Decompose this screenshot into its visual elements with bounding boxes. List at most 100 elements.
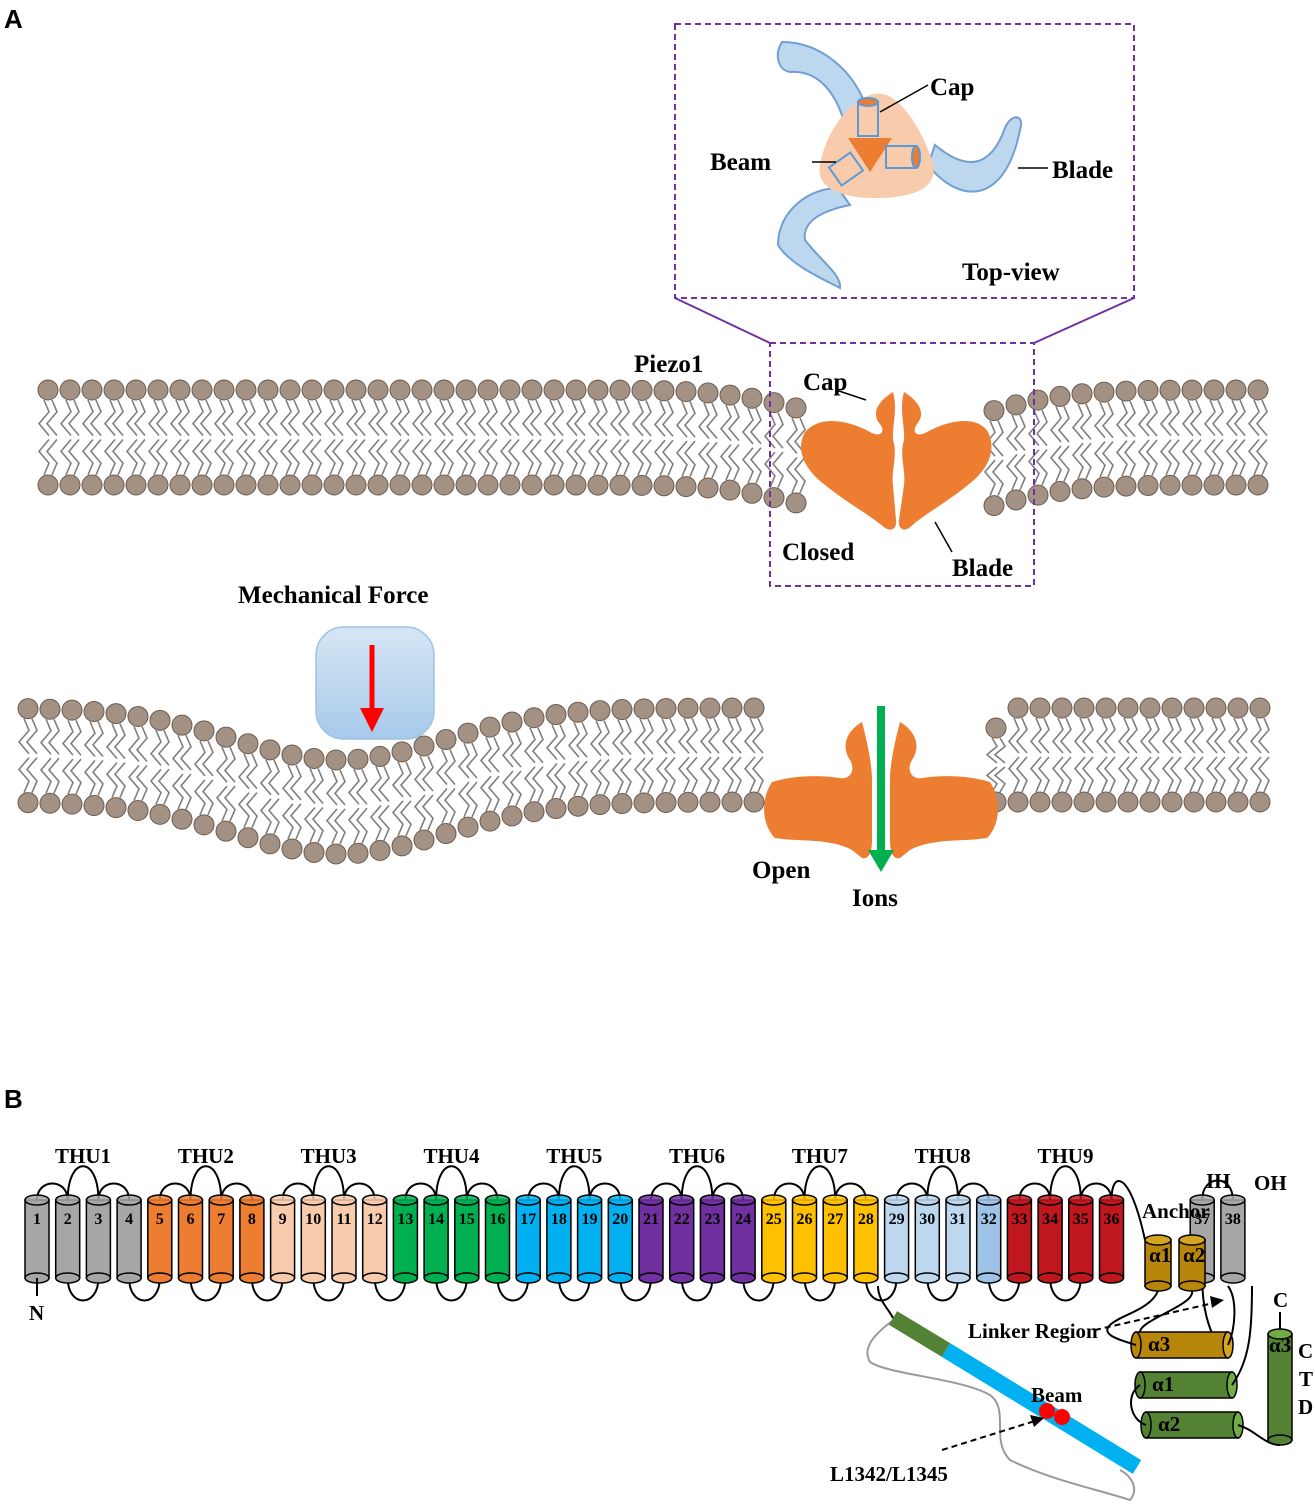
open-lipid-head xyxy=(523,801,545,823)
closed-lipid-head xyxy=(1247,379,1269,401)
closed-lipid-tail xyxy=(565,439,578,476)
closed-lipid-head xyxy=(191,379,213,401)
open-lipid-head xyxy=(1183,791,1205,813)
open-lipid-head xyxy=(413,735,435,757)
closed-lipid-tail xyxy=(37,399,50,437)
open-lipid-head xyxy=(215,726,237,748)
open-lipid-head xyxy=(83,795,105,817)
open-lipid-tail xyxy=(985,737,999,764)
closed-lipid-tail xyxy=(411,399,424,437)
closed-lipid-tail xyxy=(1189,399,1202,437)
open-lipid-head xyxy=(17,792,39,814)
thu-label-9: THU9 xyxy=(1037,1144,1093,1168)
open-lipid-head xyxy=(589,794,611,816)
open-lipid-tail xyxy=(663,756,676,793)
open-lipid-tail xyxy=(39,757,52,794)
closed-lipid-tail xyxy=(573,439,586,476)
helix-8: 8 xyxy=(239,1194,265,1284)
helix-11-label: 11 xyxy=(336,1211,351,1228)
open-lipid-head xyxy=(127,799,149,821)
helix-5-label: 5 xyxy=(156,1211,164,1228)
anchor-alpha2: α2 xyxy=(1178,1234,1206,1292)
open-lipid-tail xyxy=(1103,717,1116,754)
open-lipid-head xyxy=(347,748,369,770)
helix-10-label: 10 xyxy=(305,1211,321,1228)
closed-lipid-tail xyxy=(221,438,234,476)
open-lipid-tail xyxy=(699,756,712,793)
helix-14-label: 14 xyxy=(428,1211,444,1228)
closed-lipid-head xyxy=(323,379,345,401)
open-lipid-head xyxy=(611,699,633,721)
piezo1-title: Piezo1 xyxy=(634,351,703,378)
open-lipid-tail xyxy=(677,717,690,754)
closed-lipid-head xyxy=(499,474,521,496)
closed-lipid-head xyxy=(345,379,367,401)
closed-lipid-tail xyxy=(433,438,446,476)
closed-membrane xyxy=(37,379,1269,517)
closed-lipid-tail xyxy=(1101,441,1114,478)
closed-lipid-head xyxy=(1225,379,1247,401)
helix-6-label: 6 xyxy=(187,1211,195,1228)
closed-lipid-tail xyxy=(287,399,300,437)
open-lipid-tail xyxy=(1117,756,1130,793)
closed-lipid-tail xyxy=(331,399,344,437)
top-view-title: Top-view xyxy=(962,259,1060,286)
open-lipid-head xyxy=(149,803,171,825)
open-lipid-head xyxy=(325,843,347,865)
closed-lipid-head xyxy=(1203,379,1225,401)
closed-lipid-tail xyxy=(323,399,336,437)
closed-lipid-tail xyxy=(125,399,138,437)
closed-piezo1-channel: Cap Blade Closed Piezo1 xyxy=(634,342,1035,587)
open-lipid-tail xyxy=(567,760,580,797)
c-term-loops xyxy=(1106,1285,1281,1446)
helix-17: 17 xyxy=(515,1194,541,1284)
closed-lipid-tail xyxy=(543,438,556,476)
panel-label-b: B xyxy=(4,1084,23,1114)
closed-lipid-tail xyxy=(243,438,256,476)
closed-lipid-tail xyxy=(705,441,718,479)
closed-lipid-head xyxy=(235,379,257,401)
closed-lipid-tail xyxy=(1005,414,1018,451)
closed-lipid-tail xyxy=(705,402,718,439)
closed-lipid-head xyxy=(279,474,301,496)
closed-lipid-tail xyxy=(741,447,754,484)
open-lipid-tail xyxy=(435,788,448,824)
closed-lipid-tail xyxy=(301,438,314,476)
open-lipid-tail xyxy=(685,756,698,793)
closed-lipid-tail xyxy=(485,438,498,476)
helix-19: 19 xyxy=(576,1194,603,1284)
anchor-alpha3-label: α3 xyxy=(1148,1332,1170,1356)
open-lipid-tail xyxy=(127,726,140,763)
open-lipid-head xyxy=(391,741,413,763)
open-lipid-tail xyxy=(303,806,316,843)
helix-2-label: 2 xyxy=(64,1211,72,1228)
helix-21: 21 xyxy=(638,1194,664,1284)
open-lipid-tail xyxy=(83,721,96,758)
open-lipid-tail xyxy=(91,760,104,796)
open-lipid-head xyxy=(303,747,325,769)
open-lipid-tail xyxy=(245,792,258,829)
open-lipid-tail xyxy=(545,763,558,799)
closed-lipid-tail xyxy=(1101,401,1114,439)
ctd-alpha1: α1 xyxy=(1134,1371,1238,1399)
open-lipid-tail xyxy=(1191,756,1204,793)
open-lipid-tail xyxy=(655,756,668,793)
open-lipid-head xyxy=(1227,697,1249,719)
closed-lipid-head xyxy=(521,474,543,496)
helix-15: 15 xyxy=(454,1194,480,1284)
helix-36-label: 36 xyxy=(1104,1211,1120,1228)
open-lipid-tail xyxy=(105,723,118,760)
open-lipid-tail xyxy=(589,720,602,757)
open-lipid-tail xyxy=(47,718,60,755)
thu-label-3: THU3 xyxy=(301,1144,357,1168)
open-lipid-tail xyxy=(1051,756,1064,793)
helix-3: 3 xyxy=(85,1194,112,1284)
helix-34-label: 34 xyxy=(1042,1211,1058,1228)
closed-lipid-tail xyxy=(463,438,476,476)
ctd-alpha3-label: α3 xyxy=(1269,1333,1291,1357)
open-lipid-tail xyxy=(61,719,74,756)
closed-lipid-tail xyxy=(653,439,666,477)
closed-lipid-tail xyxy=(1093,401,1106,439)
closed-lipid-tail xyxy=(793,417,806,454)
closed-lipid-tail xyxy=(675,401,688,438)
